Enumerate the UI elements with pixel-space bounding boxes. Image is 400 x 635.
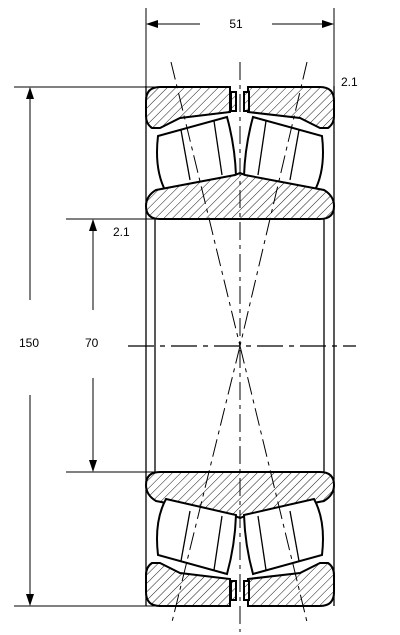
outer-diameter-dimension	[14, 86, 168, 607]
roller-top-left	[156, 115, 238, 194]
roller-bottom-right	[242, 497, 324, 576]
outer-ring-bottom	[145, 562, 335, 607]
center-lines	[128, 61, 356, 632]
width-label: 51	[229, 17, 243, 31]
outer-ring-top	[145, 86, 335, 129]
width-dimension	[145, 8, 335, 88]
bore-diameter-label: 70	[85, 336, 99, 350]
chamfer-inner-label: 2.1	[113, 225, 130, 239]
chamfer-outer-label: 2.1	[341, 75, 358, 89]
bore-diameter-dimension	[66, 218, 166, 473]
roller-bottom-left	[156, 497, 238, 576]
outer-diameter-label: 150	[19, 336, 39, 350]
